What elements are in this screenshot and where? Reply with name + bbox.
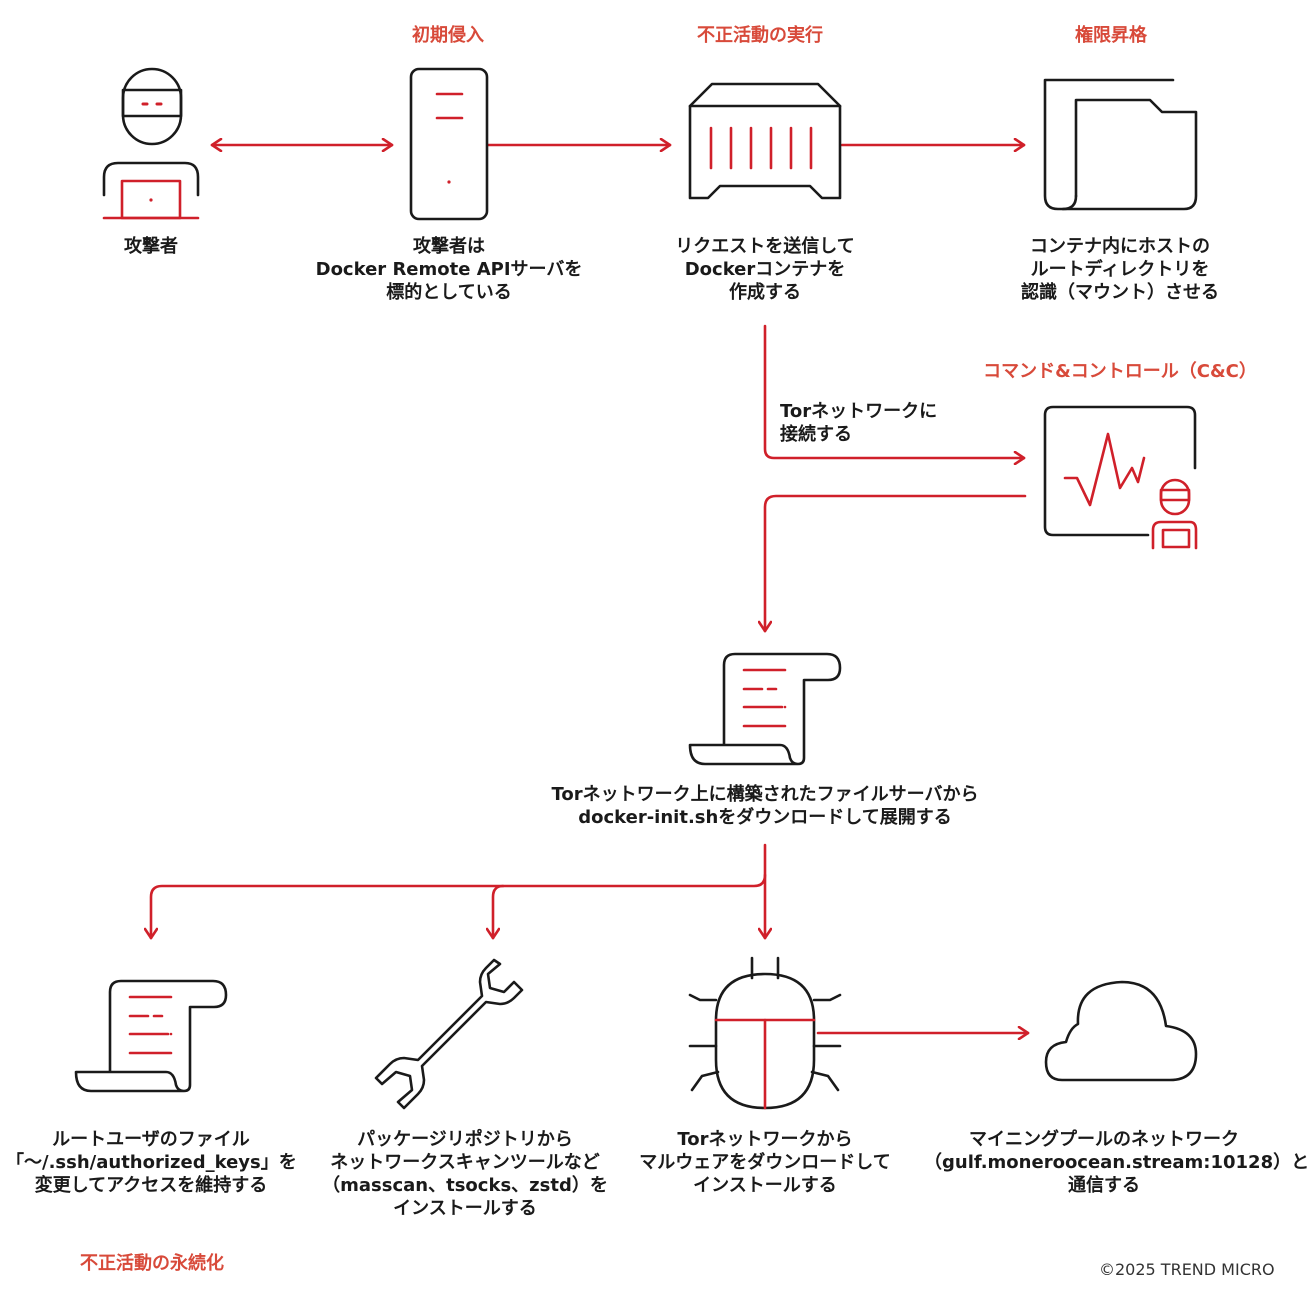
monitor-hacker-icon xyxy=(1043,405,1198,550)
scroll-icon xyxy=(74,979,228,1093)
scroll-icon xyxy=(688,652,842,766)
node-pool-label: マイニングプールのネットワーク （gulf.moneroocean.stream… xyxy=(924,1129,1309,1196)
node-ssh-keys-label: ルートユーザのファイル 「～/.ssh/authorized_keys」を 変更… xyxy=(6,1129,297,1196)
folder-icon xyxy=(1043,78,1198,211)
server-icon xyxy=(409,67,489,221)
node-server-label: 攻撃者は Docker Remote APIサーバを 標的としている xyxy=(315,236,583,303)
wrench-icon xyxy=(374,958,524,1110)
arrow-c2-to-script xyxy=(765,494,1027,633)
node-attacker-label: 攻撃者 xyxy=(124,236,178,257)
stage-privilege-escalation: 権限昇格 xyxy=(1075,25,1147,46)
copyright: ©2025 TREND MICRO xyxy=(1099,1260,1275,1279)
stage-c2: コマンド&コントロール（C&C） xyxy=(983,361,1257,382)
node-malware-label: Torネットワークから マルウェアをダウンロードして インストールする xyxy=(639,1129,891,1196)
node-script-label: Torネットワーク上に構築されたファイルサーバから docker-init.sh… xyxy=(551,784,979,828)
node-mount-label: コンテナ内にホストの ルートディレクトリを 認識（マウント）させる xyxy=(1021,236,1219,303)
hacker-icon xyxy=(102,67,200,220)
arrow-to-tor xyxy=(763,324,1026,458)
stage-persistence: 不正活動の永続化 xyxy=(80,1253,224,1274)
arrow-to-ssh xyxy=(151,873,767,940)
container-icon xyxy=(688,82,842,200)
bug-icon xyxy=(688,956,842,1110)
stage-initial-access: 初期侵入 xyxy=(412,25,484,46)
node-tor-connect-label: Torネットワークに 接続する xyxy=(780,401,938,445)
arrow-to-tools xyxy=(493,884,505,940)
node-container-label: リクエストを送信して Dockerコンテナを 作成する xyxy=(675,236,855,303)
stage-execution: 不正活動の実行 xyxy=(697,25,823,46)
cloud-icon xyxy=(1044,980,1198,1082)
node-tools-label: パッケージリポジトリから ネットワークスキャンツールなど （masscan、ts… xyxy=(322,1129,608,1219)
